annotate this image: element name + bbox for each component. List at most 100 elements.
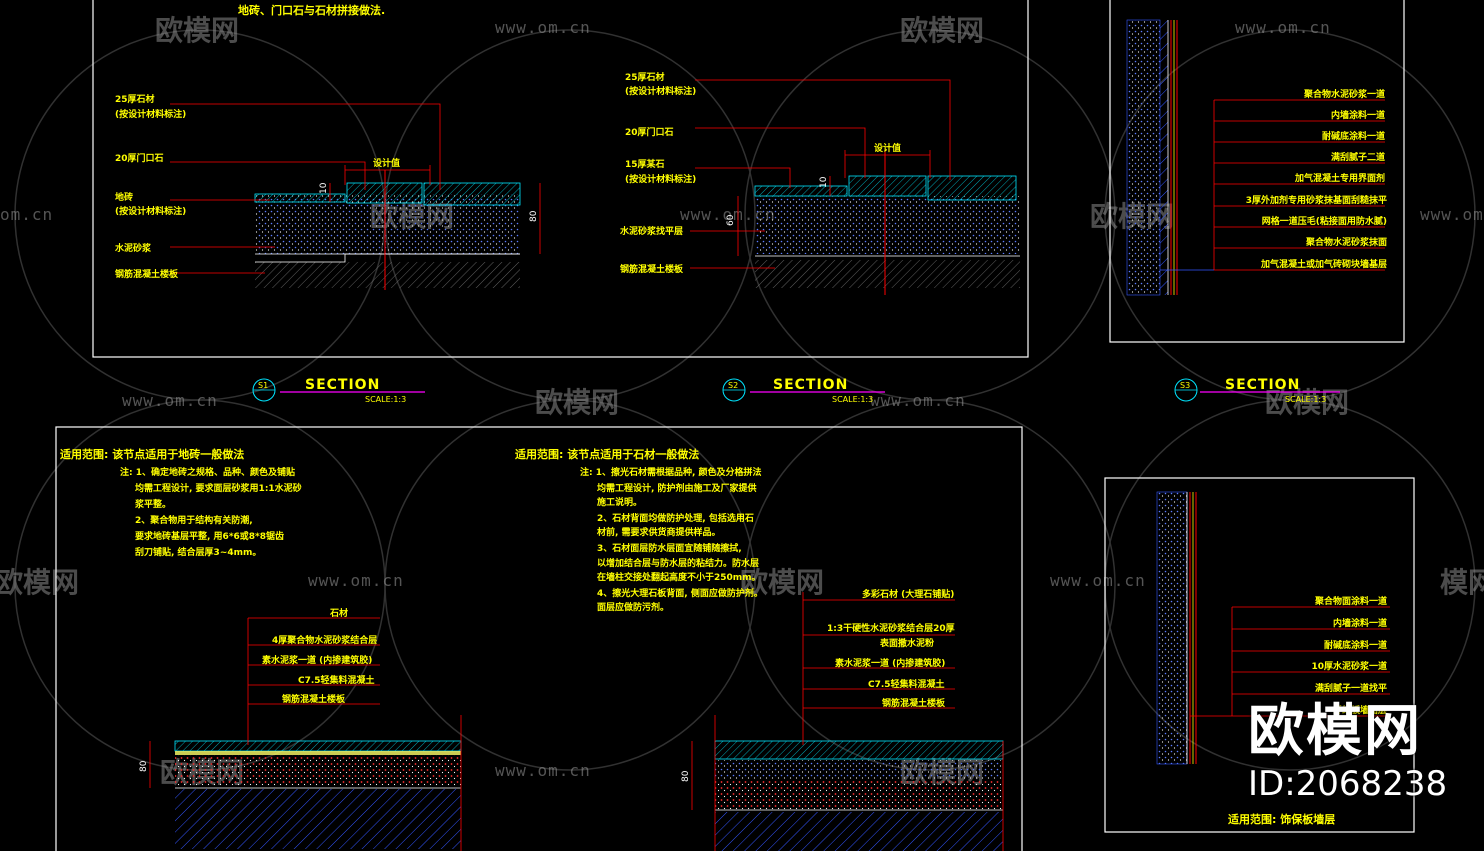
panel-3-frame [55, 426, 1023, 851]
svg-text:20厚门口石: 20厚门口石 [625, 126, 674, 138]
svg-text:S3: S3 [1180, 381, 1190, 390]
svg-text:素水泥浆一道 (内掺建筑胶): 素水泥浆一道 (内掺建筑胶) [262, 654, 372, 666]
svg-text:80: 80 [529, 210, 539, 222]
svg-text:10: 10 [319, 182, 329, 194]
section-marker-s2: S2 SECTION SCALE:1:3 [722, 377, 885, 404]
panel-4-wall-detail: 聚合物面涂料一道 内墙涂料一道 耐碱底涂料一道 10厚水泥砂浆一道 满刮腻子一道… [1156, 491, 1390, 826]
svg-text:S2: S2 [728, 381, 738, 390]
watermark-brand: 欧模网 [535, 386, 619, 419]
panel-2-frame [1109, 0, 1405, 343]
svg-text:15厚某石: 15厚某石 [625, 158, 665, 170]
svg-text:均需工程设计, 要求面层砂浆用1:1水泥砂: 均需工程设计, 要求面层砂浆用1:1水泥砂 [135, 482, 302, 494]
svg-text:钢筋混凝土楼板: 钢筋混凝土楼板 [620, 263, 684, 275]
svg-text:加气混凝土或加气砖砌块墙基层: 加气混凝土或加气砖砌块墙基层 [1260, 258, 1387, 270]
panel-1-left-detail: 80 10 设计值 25厚石材 (按设计材料标注) 20厚门口石 地砖 (按设计… [115, 93, 541, 290]
svg-text:聚合物水泥砂浆抹面: 聚合物水泥砂浆抹面 [1305, 236, 1387, 248]
svg-text:25厚石材: 25厚石材 [625, 71, 665, 83]
svg-text:在墙柱交接处翻起高度不小于250mm。: 在墙柱交接处翻起高度不小于250mm。 [597, 571, 761, 583]
design-value-label: 设计值 [874, 142, 901, 154]
svg-text:S1: S1 [258, 381, 268, 390]
design-value-label: 设计值 [373, 157, 400, 169]
panel-4-footer: 适用范围: 饰保板墙层 [1228, 812, 1335, 826]
svg-text:SCALE:1:3: SCALE:1:3 [832, 395, 873, 404]
svg-text:(按设计材料标注): (按设计材料标注) [625, 173, 696, 185]
watermark-url: www.om.cn [308, 571, 404, 590]
svg-text:要求地砖基层平整, 用6*6或8*8锯齿: 要求地砖基层平整, 用6*6或8*8锯齿 [135, 530, 284, 542]
svg-text:SECTION: SECTION [773, 377, 848, 393]
svg-text:刮刀铺贴, 结合层厚3~4mm。: 刮刀铺贴, 结合层厚3~4mm。 [135, 546, 261, 558]
svg-text:(按设计材料标注): (按设计材料标注) [115, 205, 186, 217]
svg-text:钢筋混凝土楼板: 钢筋混凝土楼板 [115, 268, 179, 280]
svg-text:水泥砂浆找平层: 水泥砂浆找平层 [620, 225, 683, 237]
watermark-url: www.om.cn [1420, 205, 1484, 224]
svg-text:内墙涂料一道: 内墙涂料一道 [1333, 617, 1387, 629]
svg-text:聚合物面涂料一道: 聚合物面涂料一道 [1314, 595, 1387, 607]
watermark-brand: 欧模网 [0, 566, 79, 599]
svg-text:60: 60 [726, 214, 736, 226]
svg-text:加气混凝土专用界面剂: 加气混凝土专用界面剂 [1294, 172, 1385, 184]
svg-text:10厚水泥砂浆一道: 10厚水泥砂浆一道 [1311, 660, 1387, 672]
svg-text:1:3干硬性水泥砂浆结合层20厚: 1:3干硬性水泥砂浆结合层20厚 [827, 622, 955, 634]
watermark-url: www.om.cn [122, 391, 218, 410]
watermark-url: om.cn [0, 205, 53, 224]
svg-text:适用范围: 该节点适用于地砖一般做法: 适用范围: 该节点适用于地砖一般做法 [60, 447, 244, 461]
svg-text:耐碱底涂料一道: 耐碱底涂料一道 [1322, 130, 1385, 142]
svg-text:25厚石材: 25厚石材 [115, 93, 155, 105]
svg-text:素水泥浆一道 (内掺建筑胶): 素水泥浆一道 (内掺建筑胶) [835, 657, 945, 669]
panel-3-right-notes: 适用范围: 该节点适用于石材一般做法 注: 1、擦光石材需根据品种, 颜色及分格… [515, 447, 763, 613]
svg-text:施工说明。: 施工说明。 [597, 496, 642, 508]
watermark-url: www.om.cn [495, 18, 591, 37]
svg-text:适用范围: 该节点适用于石材一般做法: 适用范围: 该节点适用于石材一般做法 [515, 447, 699, 461]
watermark-url: www.om.cn [1235, 18, 1331, 37]
svg-text:地砖: 地砖 [115, 191, 133, 203]
svg-text:纤维板墙面层: 纤维板墙面层 [1333, 704, 1387, 716]
svg-text:C7.5轻集料混凝土: C7.5轻集料混凝土 [298, 674, 375, 686]
svg-text:SECTION: SECTION [1225, 377, 1300, 393]
watermark-url: www.om.cn [680, 205, 776, 224]
svg-text:以增加结合层与防水层的粘结力。防水层: 以增加结合层与防水层的粘结力。防水层 [597, 557, 759, 569]
section-marker-s3: S3 SECTION SCALE:1:3 [1174, 377, 1340, 404]
svg-text:网格一道压毛(粘接面用防水腻): 网格一道压毛(粘接面用防水腻) [1262, 215, 1387, 227]
svg-text:SCALE:1:3: SCALE:1:3 [1285, 395, 1326, 404]
watermark-brand: 欧模网 [155, 14, 239, 47]
panel-1-right-detail: 60 10 设计值 25厚石材 (按设计材料标注) 20厚门口石 15厚某石 (… [620, 71, 1020, 295]
svg-text:4、擦光大理石板背面, 侧面应做防护剂。: 4、擦光大理石板背面, 侧面应做防护剂。 [597, 587, 763, 599]
panel-4-frame [1104, 477, 1415, 833]
svg-text:80: 80 [681, 770, 691, 782]
watermark-url: www.om.cn [1050, 571, 1146, 590]
svg-text:浆平整。: 浆平整。 [134, 498, 171, 510]
svg-text:内墙涂料一道: 内墙涂料一道 [1331, 109, 1385, 121]
panel-3-right-buildup: 80 多彩石材 (大理石铺贴) 1:3干硬性水泥砂浆结合层20厚 表面撒水泥粉 … [681, 588, 1004, 851]
svg-text:(按设计材料标注): (按设计材料标注) [115, 108, 186, 120]
svg-text:满刮腻子二道: 满刮腻子二道 [1331, 151, 1385, 163]
brand-id: ID:2068238 [1248, 764, 1448, 804]
svg-text:耐碱底涂料一道: 耐碱底涂料一道 [1324, 639, 1387, 651]
svg-text:4厚聚合物水泥砂浆结合层: 4厚聚合物水泥砂浆结合层 [272, 634, 377, 646]
svg-text:材前, 需要求供货商提供样品。: 材前, 需要求供货商提供样品。 [596, 526, 721, 538]
svg-text:钢筋混凝土楼板: 钢筋混凝土楼板 [282, 693, 346, 705]
svg-text:均需工程设计, 防护剂由施工及厂家提供: 均需工程设计, 防护剂由施工及厂家提供 [597, 482, 757, 494]
svg-text:水泥砂浆: 水泥砂浆 [115, 242, 152, 254]
panel-1-title: 地砖、门口石与石材拼接做法. [238, 3, 385, 17]
panel-2-wall-detail: 聚合物水泥砂浆一道 内墙涂料一道 耐碱底涂料一道 满刮腻子二道 加气混凝土专用界… [1126, 19, 1387, 296]
svg-text:10: 10 [819, 176, 829, 188]
svg-text:80: 80 [139, 760, 149, 772]
panel-1-frame [92, 0, 1029, 358]
svg-text:钢筋混凝土楼板: 钢筋混凝土楼板 [882, 697, 946, 709]
svg-text:SECTION: SECTION [305, 377, 380, 393]
svg-text:石材: 石材 [329, 607, 348, 619]
brand-badge: 欧模网 ID:2068238 [1248, 700, 1448, 805]
watermark-circles [14, 29, 1476, 771]
watermark-url: www.om.cn [495, 761, 591, 780]
svg-text:C7.5轻集料混凝土: C7.5轻集料混凝土 [868, 678, 945, 690]
svg-text:满刮腻子一道找平: 满刮腻子一道找平 [1315, 682, 1387, 694]
svg-text:注: 1、擦光石材需根据品种, 颜色及分格拼法: 注: 1、擦光石材需根据品种, 颜色及分格拼法 [580, 466, 762, 478]
svg-text:聚合物水泥砂浆一道: 聚合物水泥砂浆一道 [1303, 88, 1385, 100]
section-marker-s1: S1 SECTION SCALE:1:3 [252, 377, 425, 404]
watermark-url: www.om.cn [870, 391, 966, 410]
svg-text:2、石材背面均做防护处理, 包括选用石: 2、石材背面均做防护处理, 包括选用石 [597, 512, 754, 524]
svg-text:2、聚合物用于结构有关防潮,: 2、聚合物用于结构有关防潮, [135, 514, 253, 526]
watermark-brand: 欧模网 [740, 566, 824, 599]
svg-text:注: 1、确定地砖之规格、品种、颜色及铺贴: 注: 1、确定地砖之规格、品种、颜色及铺贴 [120, 466, 295, 478]
